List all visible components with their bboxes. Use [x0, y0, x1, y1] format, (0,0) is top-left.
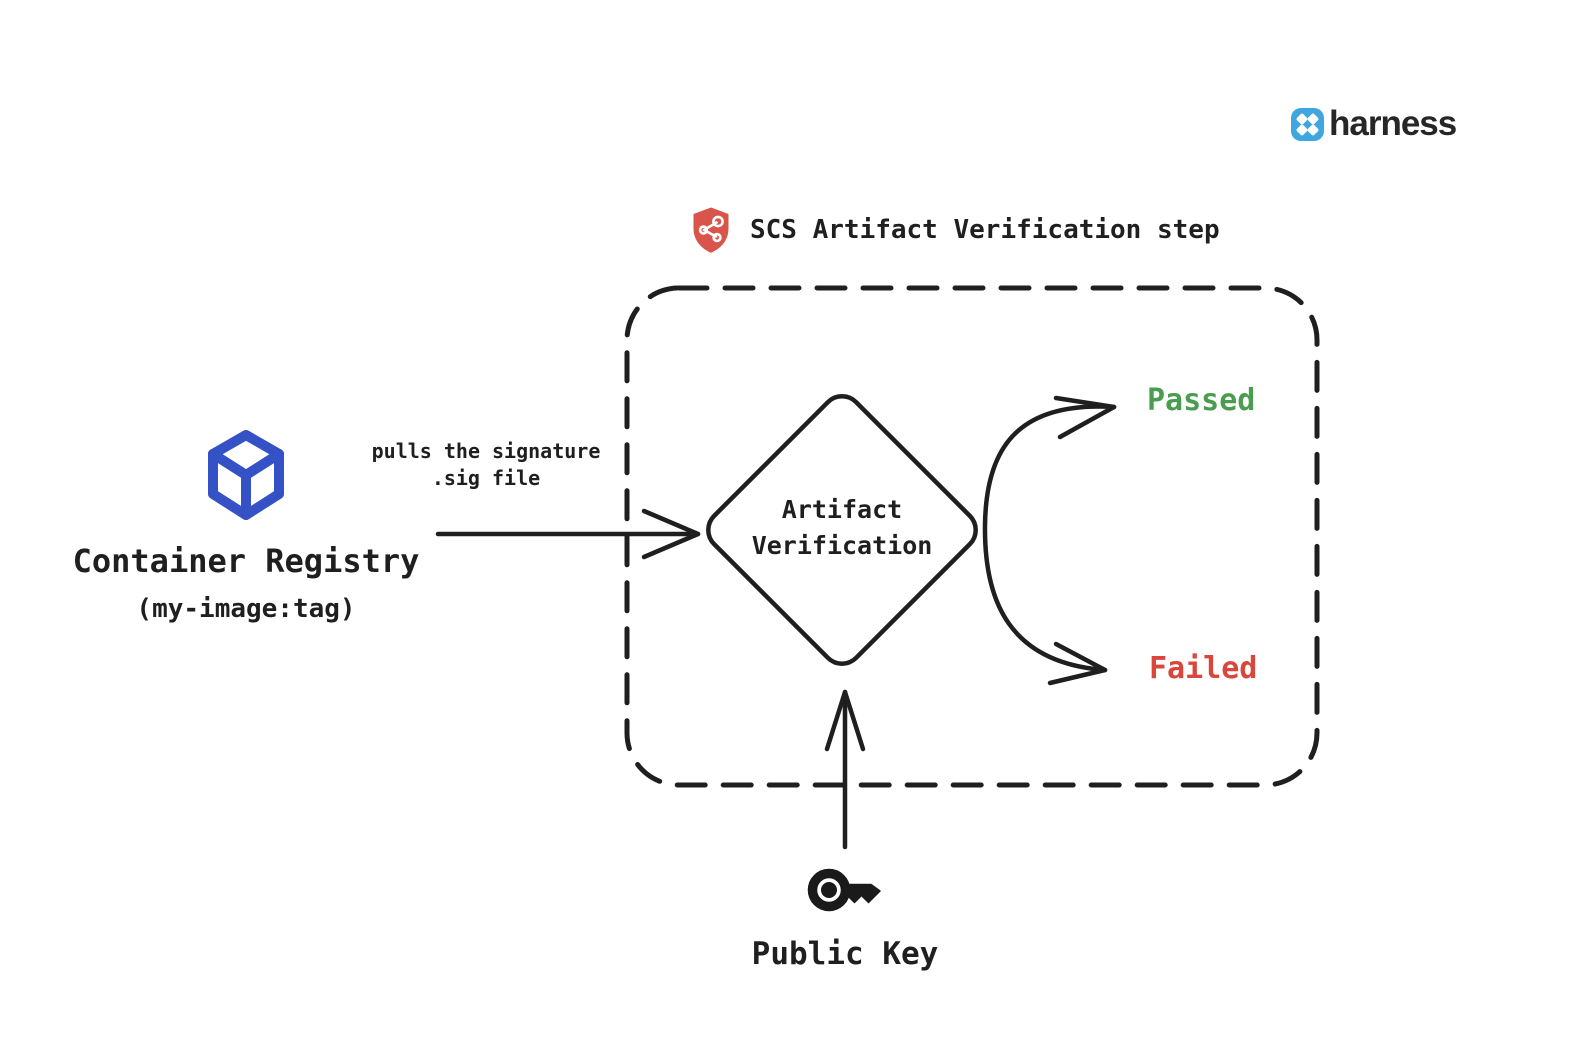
brand-logo: harness — [1290, 104, 1457, 144]
step-header: SCS Artifact Verification step — [690, 206, 1220, 254]
shield-graph-icon — [690, 206, 732, 254]
cube-icon — [207, 430, 285, 520]
public-key: Public Key — [695, 860, 995, 972]
public-key-label: Public Key — [751, 936, 939, 972]
step-header-label: SCS Artifact Verification step — [750, 215, 1220, 245]
registry-title: Container Registry — [72, 542, 420, 580]
decision-label-line1: Artifact — [781, 495, 903, 524]
outcome-passed-label: Passed — [1147, 383, 1256, 418]
edge-label: pulls the signature .sig file — [326, 438, 646, 492]
brand-name: harness — [1329, 104, 1457, 143]
outcome-branch-arrows — [982, 395, 1117, 686]
decision-diamond — [706, 394, 978, 666]
decision-label: Artifact Verification — [692, 492, 992, 564]
public-key-arrow — [824, 689, 866, 850]
harness-mark-icon — [1290, 107, 1325, 142]
key-icon — [803, 860, 887, 920]
edge-label-line2: .sig file — [431, 466, 541, 490]
edge-label-line1: pulls the signature — [371, 439, 601, 463]
verification-step-boundary — [624, 285, 1320, 788]
container-registry: Container Registry (my-image:tag) — [36, 430, 456, 624]
pull-signature-arrow — [435, 508, 701, 560]
decision-label-line2: Verification — [751, 531, 933, 560]
registry-subtitle: (my-image:tag) — [136, 594, 356, 624]
outcome-failed-label: Failed — [1149, 651, 1258, 686]
